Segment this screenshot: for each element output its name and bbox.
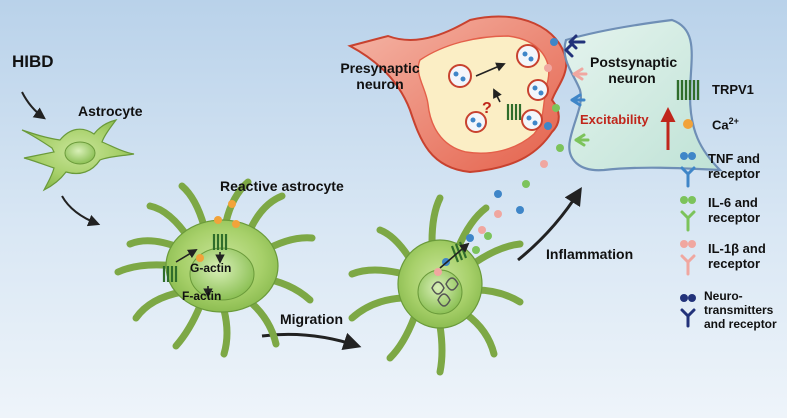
legend-ca-label: Ca2+	[712, 116, 739, 133]
legend-trpv1-icon	[676, 80, 700, 100]
postsynaptic-neuron	[563, 18, 723, 172]
question-mark-label: ?	[482, 100, 492, 117]
legend-il1b-label: IL-1β and receptor	[708, 241, 766, 271]
astrocyte-cell	[21, 119, 135, 192]
legend-trpv1-label: TRPV1	[712, 82, 754, 97]
migrating-astrocyte-cell	[348, 194, 524, 376]
legend-tnf-label: TNF and receptor	[708, 151, 761, 181]
legend-tnf-icon	[680, 152, 696, 188]
legend-neuro-icon	[680, 294, 696, 328]
reactive-astrocyte-cell	[114, 178, 316, 358]
arrow-hibd-to-astrocyte	[21, 91, 46, 120]
legend-il6-label: IL-6 and receptor	[708, 195, 761, 225]
g-actin-label: G-actin	[190, 261, 232, 275]
postsynaptic-label: Postsynaptic neuron	[590, 54, 678, 87]
migration-label: Migration	[280, 311, 343, 327]
legend-il1b-icon	[680, 240, 696, 276]
hibd-label: HIBD	[12, 52, 54, 71]
presynaptic-neuron	[347, 15, 568, 174]
excitability-label: Excitability	[580, 112, 649, 127]
synaptic-receptors	[564, 34, 590, 147]
cytokine-particles	[484, 160, 548, 240]
arrow-astrocyte-to-reactive	[61, 195, 101, 227]
presynaptic-label: Presynaptic neuron	[340, 60, 420, 93]
astrocyte-label: Astrocyte	[78, 103, 143, 119]
inflammation-label: Inflammation	[546, 246, 634, 262]
cleft-particles	[544, 38, 564, 152]
legend-ca-icon	[683, 119, 693, 129]
legend-neuro-label: Neuro-transmitters and receptor	[704, 289, 777, 331]
reactive-astrocyte-label: Reactive astrocyte	[220, 178, 344, 194]
legend-il6-icon	[680, 196, 696, 232]
arrow-inflammation	[517, 186, 582, 262]
f-actin-label: F-actin	[182, 289, 222, 303]
